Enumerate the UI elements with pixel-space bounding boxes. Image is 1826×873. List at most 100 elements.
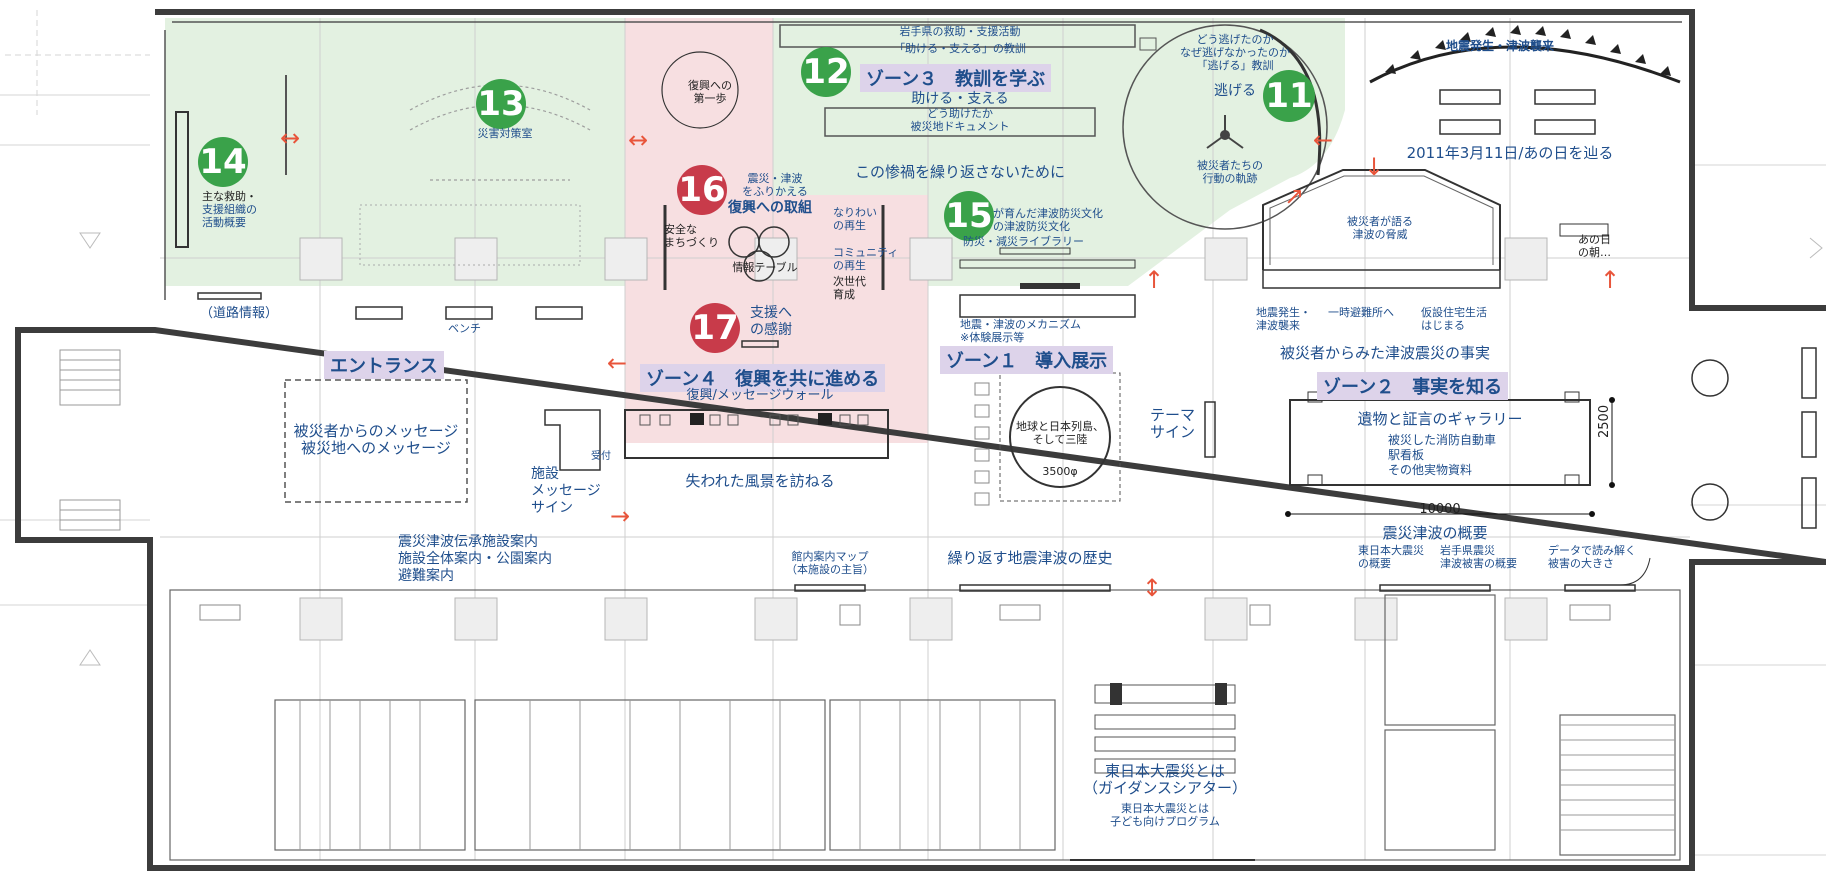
community-label: コミュニティ [833,246,899,259]
disaster-library-label: 防災・減災ライブラリー [963,235,1084,248]
next-gen-label: 次世代 [833,275,866,288]
facility-sign-label-3: サイン [531,500,573,516]
lost-landscape-label: 失われた風景を訪ねる [685,472,835,490]
road-info-label: （道路情報） [200,306,279,321]
tasukeru-label: 助ける・支える [911,91,1009,107]
entrance-label: エントランス [324,351,444,379]
theater-title-label: 東日本大震災とは [1104,762,1225,780]
overview-label: 震災津波の概要 [1382,524,1488,542]
theme-sign-label: テーマ [1150,406,1196,424]
badge-17: 17 [690,303,740,353]
info-table-label: 情報テーブル [732,261,798,274]
east-japan-overview-label: 東日本大震災 [1358,544,1424,557]
safe-town-label-2: まちづくり [664,236,719,249]
first-step-label-2: 第一歩 [693,92,727,105]
message-from-label: 被災者からのメッセージ [293,422,459,440]
reception-label: 受付 [591,451,611,462]
zone-4-label: ゾーン４ 復興を共に進める [640,364,886,392]
nigeru-label: 逃げる [1214,83,1256,99]
disaster-document-label: 被災地ドキュメント [910,120,1010,133]
iwate-damage-label-2: 津波被害の概要 [1440,557,1517,570]
temp-housing-label-2: はじまる [1421,319,1465,332]
rescue-orgs-label-3: 活動概要 [202,216,246,229]
dimension-10000-label: 10000 [1419,502,1461,517]
tsunami-culture-label-2: の津波防災文化 [993,220,1070,233]
data-analysis-label: データで読み解く [1548,544,1636,557]
survivor-talk-label: 被災者が語る [1347,215,1413,228]
badge-14: 14 [198,137,248,187]
park-guide-label: 施設全体案内・公園案内 [398,551,552,567]
temp-housing-label: 仮設住宅生活 [1421,306,1487,319]
theater-subtitle-label: （ガイダンスシアター） [1082,779,1248,797]
message-wall-label: 復興/メッセージウォール [686,388,834,403]
dimension-2500-label: 2500 [1597,404,1612,438]
history-label: 繰り返す地震津波の歴史 [947,549,1113,567]
mechanism-label: 地震・津波のメカニズム [960,318,1081,331]
flow-arrow-icon: ← [1313,126,1334,154]
reconstruction-label: 復興への取組 [728,200,812,216]
gallery-title-label: 遺物と証言のギャラリー [1357,410,1523,428]
message-to-label: 被災地へのメッセージ [301,439,451,457]
globe-title-label-2: そして三陸 [1032,433,1088,446]
why-not-escaped-label: なぜ逃げなかったのか [1180,46,1290,59]
escape-lesson-label: 「逃げる」教訓 [1196,59,1274,72]
march-11-label: 2011年3月11日/あの日を辿る [1406,144,1614,162]
evacuee-trail-label-2: 行動の軌跡 [1202,172,1258,185]
that-morning-label-2: の朝… [1578,246,1611,259]
quake-occur-label-2: 津波襲来 [1256,319,1300,332]
fire-truck-label: 被災した消防自動車 [1388,433,1497,447]
kids-program-label: 子ども向けプログラム [1110,815,1220,828]
never-again-label: この惨禍を繰り返さないために [854,163,1065,181]
how-helped-label: どう助けたか [927,107,993,120]
other-artifacts-label: その他実物資料 [1388,463,1473,477]
next-gen-label-2: 育成 [833,288,855,301]
evacuee-trail-label: 被災者たちの [1197,159,1263,172]
badge-13: 13 [476,79,526,129]
zone-3-label: ゾーン３ 教訓を学ぶ [860,64,1052,92]
flow-arrow-icon: → [610,502,631,530]
survivor-facts-label: 被災者からみた津波震災の事実 [1279,344,1490,362]
floor-map-label-2: （本施設の主旨） [786,563,874,576]
livelihood-label: なりわい [833,206,877,219]
survivor-talk-label-2: 津波の脅威 [1352,228,1408,241]
flow-arrow-icon: ← [607,349,628,377]
badge-12: 12 [801,47,851,97]
globe-title-label: 地球と日本列島、 [1016,420,1104,433]
theme-sign-label-2: サイン [1150,423,1196,441]
livelihood-label-2: の再生 [833,219,866,232]
that-morning-label: あの日 [1578,233,1611,246]
floor-map-label: 館内案内マップ [791,550,869,563]
shelter-label: 一時避難所へ [1328,306,1394,319]
zone-1-label: ゾーン１ 導入展示 [940,346,1114,374]
flow-arrow-icon: ↗ [1284,182,1305,210]
flow-arrow-icon: ↑ [1600,266,1621,294]
thanks-support-label: 支援へ [750,305,792,321]
quake-occur-label: 地震発生・ [1256,306,1311,319]
evac-guide-label: 避難案内 [398,568,454,584]
flow-arrow-icon: ↔ [280,124,301,152]
iwate-lesson-label: 「助ける・支える」の教訓 [894,42,1026,55]
bench-label: ベンチ [448,322,481,335]
flow-arrow-icon: ↑ [1144,266,1165,294]
station-sign-label: 駅看板 [1388,448,1425,462]
how-escaped-label: どう逃げたのか [1196,33,1274,46]
tsunami-culture-label: が育んだ津波防災文化 [993,207,1103,220]
badge-16: 16 [677,165,727,215]
thanks-support-label-2: の感謝 [750,322,792,338]
zone-2-label: ゾーン２ 事実を知る [1317,372,1509,400]
facility-guide-label: 震災津波伝承施設案内 [398,534,538,550]
flow-arrow-icon: ↕ [1142,574,1163,602]
flow-arrow-icon: ↓ [1364,153,1385,181]
flow-arrow-icon: ↔ [628,126,649,154]
community-label-2: の再生 [833,259,866,272]
globe-dimension-label: 3500φ [1042,465,1078,478]
facility-sign-label: 施設 [531,466,559,482]
look-back-label-2: をふりかえる [742,185,808,198]
iwate-damage-label: 岩手県震災 [1440,544,1495,557]
safe-town-label: 安全な [664,223,697,236]
rescue-orgs-label-2: 支援組織の [202,203,257,216]
quake-tsunami-label: 地震発生・津波襲来 [1445,39,1554,53]
east-japan-overview-label-2: の概要 [1358,557,1391,570]
facility-sign-label-2: メッセージ [531,483,601,499]
look-back-label: 震災・津波 [747,172,803,185]
